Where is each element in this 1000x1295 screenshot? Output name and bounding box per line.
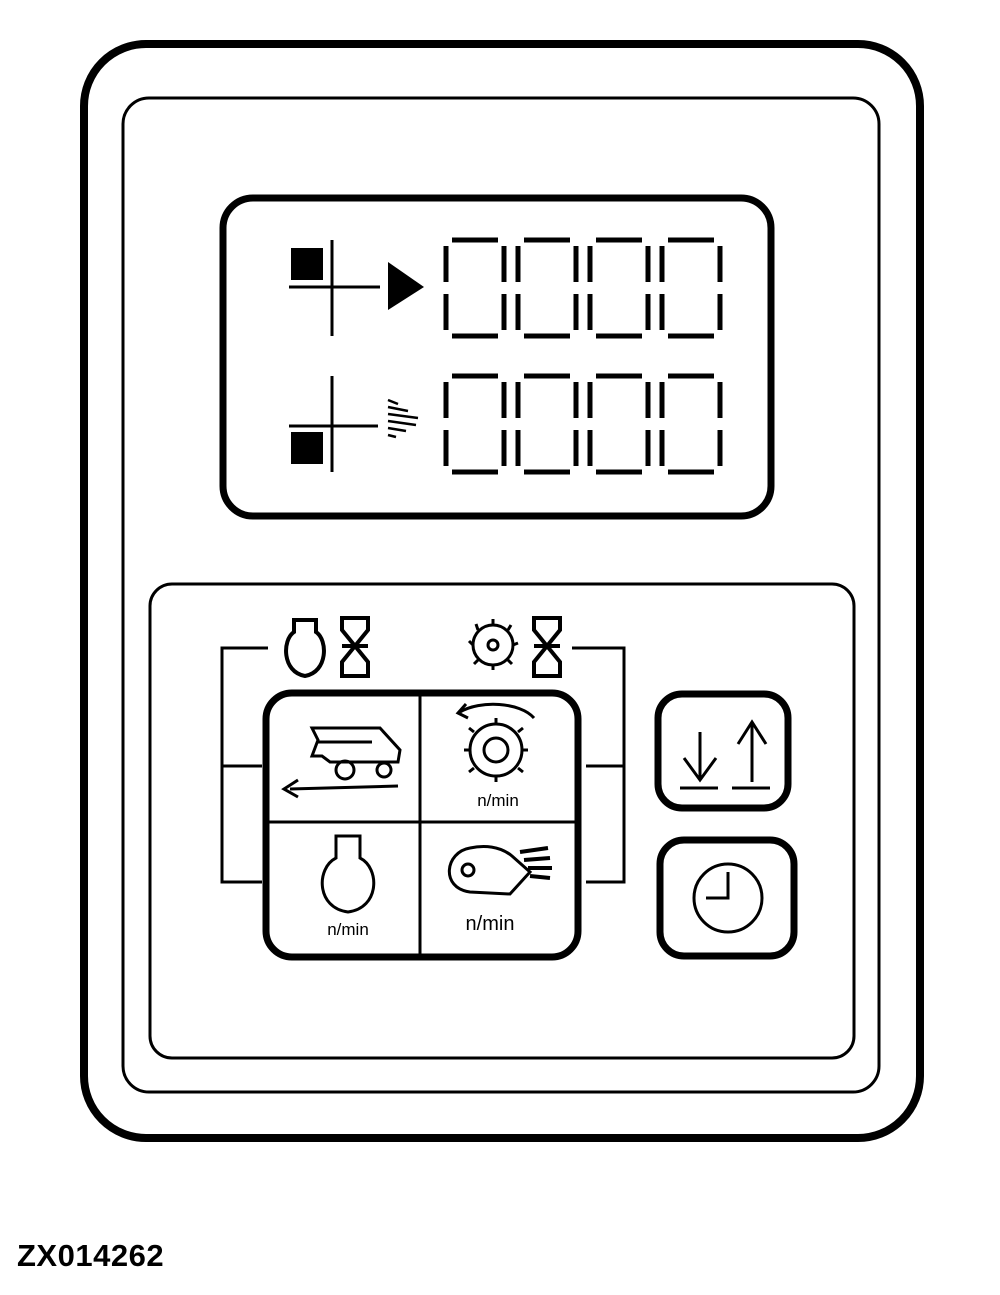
engine-unit: n/min (327, 920, 369, 939)
speed-keys-block (262, 689, 582, 961)
down-up-arrows-icon (680, 719, 770, 790)
square-icon (291, 432, 323, 464)
keypad-panel (148, 582, 856, 1060)
lcd-digit (443, 373, 507, 475)
figure-id: ZX014262 (17, 1238, 165, 1273)
engine-speed-key[interactable]: n/min (270, 824, 418, 953)
fan-icon (447, 845, 552, 896)
lower-raise-key[interactable] (654, 690, 792, 812)
rotor-icon (455, 702, 536, 782)
lcd-display (219, 194, 775, 520)
housing-inner (121, 96, 881, 1094)
square-icon (291, 248, 323, 280)
lcd-digit (515, 237, 579, 339)
bracket-lines (220, 646, 626, 884)
current-value-indicator (289, 240, 424, 336)
row1-digits (443, 237, 723, 339)
current-value-arrow-icon (388, 262, 424, 310)
preset-value-arrow-icon (387, 398, 419, 439)
engine-icon (320, 834, 376, 914)
lcd-digit (659, 237, 723, 339)
housing-outer (80, 40, 924, 1142)
lcd-digit (443, 237, 507, 339)
rotor-small-icon (467, 619, 519, 670)
clock-key[interactable] (656, 836, 798, 960)
row2-digits (443, 373, 723, 475)
preset-value-indicator (289, 376, 419, 472)
ground-speed-key[interactable] (270, 697, 418, 820)
combine-icon (281, 726, 402, 799)
lcd-digit (587, 373, 651, 475)
lcd-digit (515, 373, 579, 475)
lcd-digit (659, 373, 723, 475)
lcd-digit (587, 237, 651, 339)
separator-hourglass-icon-2 (532, 616, 562, 678)
fan-unit: n/min (466, 913, 515, 935)
clock-icon (692, 862, 764, 934)
engine-hourglass-icon (284, 618, 326, 679)
rotor-speed-key[interactable]: n/min (422, 697, 574, 820)
separator-hourglass-icon (340, 616, 370, 678)
rotor-unit: n/min (477, 791, 519, 810)
fan-speed-key[interactable]: n/min (422, 824, 574, 953)
